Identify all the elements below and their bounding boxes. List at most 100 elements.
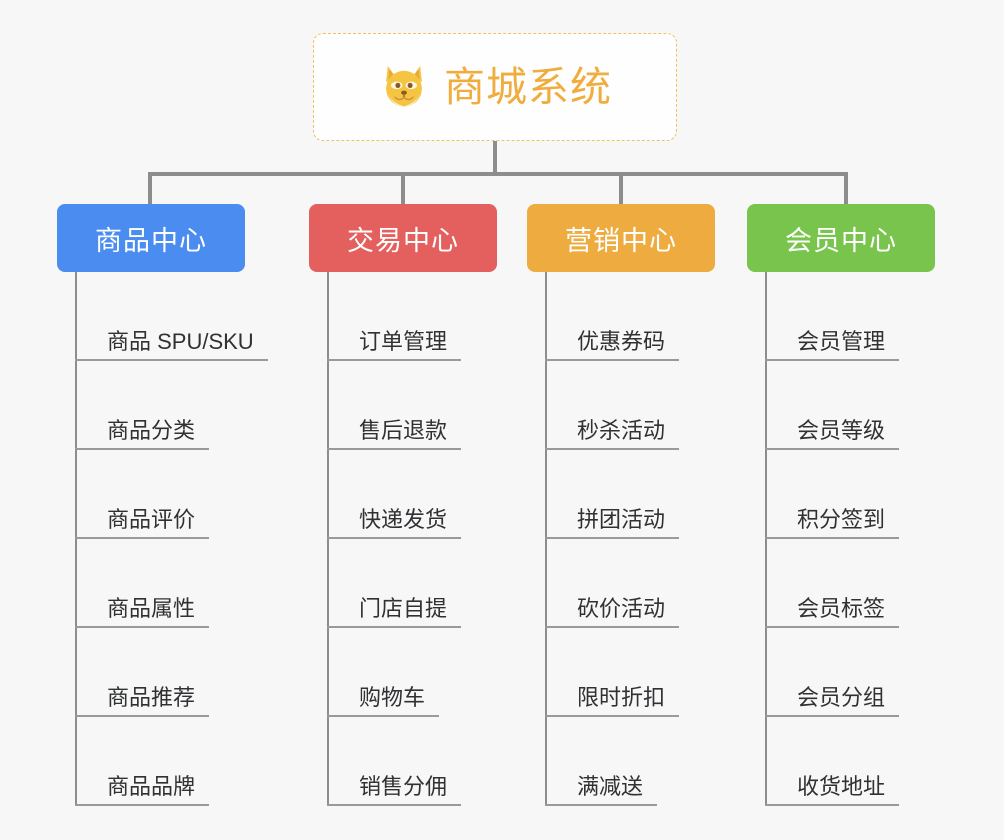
leaf-label: 商品属性 (107, 595, 196, 621)
leaf-label: 售后退款 (359, 417, 448, 443)
leaf-label: 会员分组 (797, 684, 886, 710)
leaf-list-marketing: 优惠券码 秒杀活动 拼团活动 砍价活动 限时折扣 满减送 (545, 272, 753, 806)
branch-header-member[interactable]: 会员中心 (747, 204, 935, 272)
leaf-underline (327, 804, 461, 806)
leaf-label: 收货地址 (797, 773, 886, 799)
leaf-item[interactable]: 积分签到 (765, 450, 975, 539)
leaf-item[interactable]: 售后退款 (327, 361, 537, 450)
branch-header-product[interactable]: 商品中心 (57, 204, 245, 272)
leaf-underline (327, 715, 439, 717)
leaf-item[interactable]: 会员分组 (765, 628, 975, 717)
connector-drop-4 (844, 172, 848, 204)
leaf-item[interactable]: 快递发货 (327, 450, 537, 539)
leaf-label: 秒杀活动 (577, 417, 666, 443)
branch-column-trade: 交易中心 订单管理 售后退款 快递发货 门店自提 购物车 (309, 204, 537, 806)
leaf-item[interactable]: 商品分类 (75, 361, 289, 450)
leaf-item[interactable]: 收货地址 (765, 717, 975, 806)
leaf-spine (545, 272, 547, 806)
leaf-item[interactable]: 商品属性 (75, 539, 289, 628)
branch-header-trade[interactable]: 交易中心 (309, 204, 497, 272)
leaf-item[interactable]: 满减送 (545, 717, 753, 806)
leaf-item[interactable]: 拼团活动 (545, 450, 753, 539)
leaf-spine (327, 272, 329, 806)
leaf-spine (765, 272, 767, 806)
leaf-list-trade: 订单管理 售后退款 快递发货 门店自提 购物车 销售分佣 (327, 272, 537, 806)
leaf-underline (75, 715, 209, 717)
leaf-item[interactable]: 销售分佣 (327, 717, 537, 806)
leaf-underline (327, 359, 461, 361)
leaf-label: 积分签到 (797, 506, 886, 532)
leaf-underline (545, 448, 679, 450)
leaf-underline (327, 448, 461, 450)
leaf-item[interactable]: 优惠券码 (545, 272, 753, 361)
leaf-label: 商品 SPU/SKU (107, 328, 254, 354)
leaf-underline (545, 715, 679, 717)
leaf-item[interactable]: 秒杀活动 (545, 361, 753, 450)
root-node[interactable]: 商城系统 (313, 33, 677, 141)
branch-header-label: 营销中心 (565, 225, 677, 256)
root-title: 商城系统 (444, 63, 612, 110)
leaf-label: 门店自提 (359, 595, 448, 621)
branch-header-label: 交易中心 (347, 225, 459, 256)
leaf-item[interactable]: 砍价活动 (545, 539, 753, 628)
leaf-label: 销售分佣 (359, 773, 448, 799)
leaf-item[interactable]: 会员管理 (765, 272, 975, 361)
leaf-item[interactable]: 商品评价 (75, 450, 289, 539)
leaf-item[interactable]: 购物车 (327, 628, 537, 717)
connector-horizontal-bus (148, 172, 848, 176)
leaf-underline (545, 626, 679, 628)
leaf-label: 优惠券码 (577, 328, 666, 354)
leaf-item[interactable]: 会员等级 (765, 361, 975, 450)
leaf-underline (75, 359, 268, 361)
leaf-label: 拼团活动 (577, 506, 666, 532)
leaf-label: 会员管理 (797, 328, 886, 354)
leaf-underline (327, 537, 461, 539)
branch-column-member: 会员中心 会员管理 会员等级 积分签到 会员标签 会员分组 (747, 204, 975, 806)
leaf-label: 快递发货 (359, 506, 448, 532)
leaf-label: 商品推荐 (107, 684, 196, 710)
leaf-underline (765, 715, 899, 717)
connector-drop-1 (148, 172, 152, 204)
leaf-item[interactable]: 商品推荐 (75, 628, 289, 717)
connector-root-stem (493, 141, 497, 175)
connector-drop-3 (619, 172, 623, 204)
leaf-underline (545, 537, 679, 539)
leaf-item[interactable]: 门店自提 (327, 539, 537, 628)
leaf-label: 购物车 (359, 684, 426, 710)
leaf-underline (75, 537, 209, 539)
leaf-underline (765, 626, 899, 628)
leaf-label: 会员标签 (797, 595, 886, 621)
leaf-label: 满减送 (577, 773, 644, 799)
leaf-label: 限时折扣 (577, 684, 666, 710)
leaf-underline (765, 359, 899, 361)
leaf-label: 商品评价 (107, 506, 196, 532)
leaf-underline (545, 359, 679, 361)
leaf-item[interactable]: 商品品牌 (75, 717, 289, 806)
leaf-underline (545, 804, 657, 806)
leaf-underline (75, 626, 209, 628)
leaf-list-member: 会员管理 会员等级 积分签到 会员标签 会员分组 收货地址 (765, 272, 975, 806)
leaf-label: 订单管理 (359, 328, 448, 354)
branch-header-marketing[interactable]: 营销中心 (527, 204, 715, 272)
leaf-underline (765, 448, 899, 450)
branch-header-label: 会员中心 (785, 225, 897, 256)
leaf-list-product: 商品 SPU/SKU 商品分类 商品评价 商品属性 商品推荐 商品品牌 (75, 272, 289, 806)
leaf-label: 商品分类 (107, 417, 196, 443)
shiba-dog-face-icon (386, 65, 422, 109)
leaf-item[interactable]: 订单管理 (327, 272, 537, 361)
leaf-label: 商品品牌 (107, 773, 196, 799)
leaf-underline (765, 537, 899, 539)
leaf-underline (75, 448, 209, 450)
branch-column-product: 商品中心 商品 SPU/SKU 商品分类 商品评价 商品属性 商品推荐 (57, 204, 289, 806)
connector-drop-2 (401, 172, 405, 204)
leaf-underline (765, 804, 899, 806)
leaf-spine (75, 272, 77, 806)
leaf-item[interactable]: 商品 SPU/SKU (75, 272, 289, 361)
branch-header-label: 商品中心 (95, 225, 207, 256)
leaf-item[interactable]: 会员标签 (765, 539, 975, 628)
leaf-underline (75, 804, 209, 806)
leaf-label: 会员等级 (797, 417, 886, 443)
leaf-label: 砍价活动 (577, 595, 666, 621)
leaf-item[interactable]: 限时折扣 (545, 628, 753, 717)
